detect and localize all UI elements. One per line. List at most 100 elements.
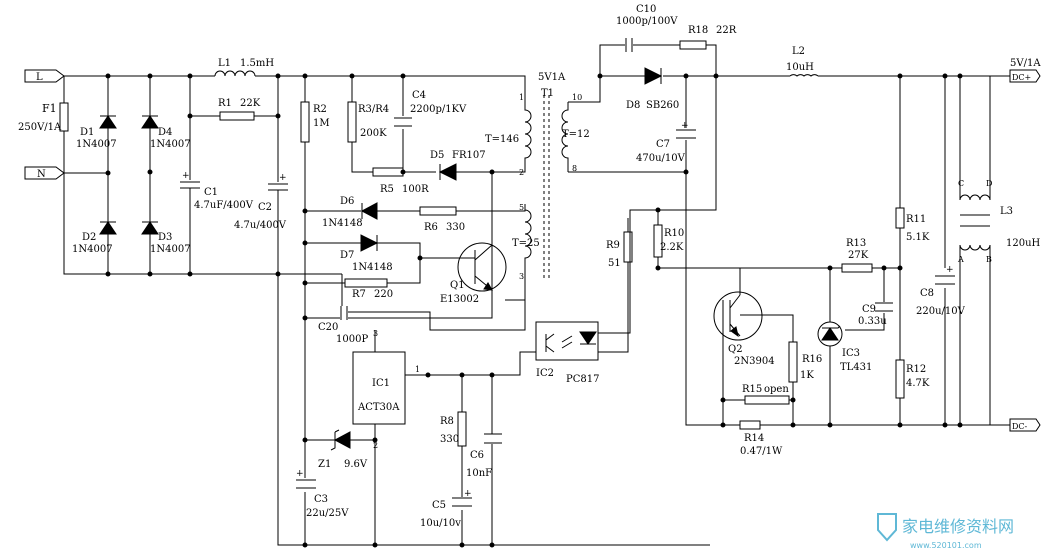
- c8-value: 220u/10V: [916, 306, 966, 317]
- c3-value: 22u/25V: [306, 508, 349, 519]
- c1-ref: C1: [204, 187, 218, 198]
- r14-value: 0.47/1W: [740, 446, 783, 457]
- c6-value: 10nF: [466, 468, 492, 479]
- r13-value: 27K: [848, 250, 869, 261]
- d7-diode: D7 1N4148: [340, 234, 393, 273]
- r1-ref: R1: [218, 98, 232, 109]
- r8-resistor: R8 330: [440, 411, 467, 447]
- t1-transformer: 5V1A T1 T=146 T=12 T=25 1 2 5 3 10 8: [485, 72, 590, 281]
- t1-ref: T1: [541, 88, 554, 99]
- r3r4-resistor: R3/R4 200K: [347, 101, 389, 143]
- l3-pin-c: C: [958, 179, 964, 188]
- d1-value: 1N4007: [76, 139, 117, 150]
- r18-value: 22R: [716, 25, 737, 36]
- t1-value: 5V1A: [538, 72, 566, 83]
- c5-ref: C5: [432, 500, 446, 511]
- d2-diode: D2 1N4007: [72, 221, 117, 255]
- terminal-dc-pos: DC+: [1009, 69, 1041, 83]
- d3-diode: D3 1N4007: [141, 221, 191, 255]
- q1-value: E13002: [440, 294, 479, 305]
- r2-value: 1M: [313, 118, 330, 129]
- d4-diode: D4 1N4007: [141, 115, 191, 150]
- svg-text:+: +: [296, 469, 304, 479]
- c8-ref: C8: [920, 288, 934, 299]
- l3-value: 120uH: [1006, 238, 1041, 249]
- r7-value: 220: [374, 289, 393, 300]
- t1-pin2: 2: [519, 168, 524, 177]
- c20-value: 1000P: [336, 334, 368, 345]
- d5-value: FR107: [452, 150, 486, 161]
- r1-value: 22K: [240, 98, 261, 109]
- d5-diode: D5 FR107: [430, 150, 486, 181]
- q1-ref: Q1: [450, 280, 465, 291]
- svg-text:+: +: [182, 171, 190, 181]
- r8-ref: R8: [440, 416, 454, 427]
- c1-value: 4.7uF/400V: [194, 200, 254, 211]
- r7-ref: R7: [352, 289, 366, 300]
- terminal-n: N: [24, 166, 65, 180]
- svg-text:+: +: [279, 173, 287, 183]
- ic3-ref: IC3: [842, 348, 860, 359]
- terminal-n-label: N: [37, 169, 46, 180]
- r14-ref: R14: [744, 433, 764, 444]
- d6-value: 1N4148: [322, 218, 363, 229]
- r11-resistor: R11 5.1K: [895, 207, 930, 243]
- q2-transistor: Q2 2N3904: [713, 291, 775, 367]
- q2-value: 2N3904: [734, 356, 775, 367]
- ic2-ref: IC2: [536, 368, 554, 379]
- d3-value: 1N4007: [150, 244, 191, 255]
- watermark-title: 家电维修资料网: [902, 517, 1014, 536]
- terminal-dc-neg: DC-: [1009, 418, 1041, 432]
- r15-ref: R15: [742, 384, 762, 395]
- f1-value: 250V/1A: [18, 122, 62, 133]
- z1-zener: Z1 9.6V: [318, 429, 368, 470]
- c9-ref: C9: [862, 304, 876, 315]
- c2-capacitor: + C2 4.7u/400V: [234, 173, 288, 231]
- f1-ref: F1: [42, 102, 57, 115]
- r10-value: 2.2K: [660, 242, 684, 253]
- c9-capacitor: C9 0.33u: [858, 302, 893, 327]
- c7-value: 470u/10V: [636, 153, 686, 164]
- z1-value: 9.6V: [344, 459, 368, 470]
- terminal-l: L: [24, 69, 65, 83]
- l3-pin-b: B: [986, 255, 992, 264]
- r6-ref: R6: [424, 222, 438, 233]
- r13-ref: R13: [846, 238, 866, 249]
- d8-value: SB260: [646, 100, 679, 111]
- r16-ref: R16: [802, 354, 822, 365]
- l3-pin-a: A: [957, 255, 964, 264]
- r6-value: 330: [446, 222, 465, 233]
- watermark-logo-icon: [877, 513, 897, 542]
- r2-resistor: R2 1M: [300, 101, 330, 143]
- svg-text:+: +: [464, 489, 472, 499]
- c10-capacitor: C10 1000p/100V: [616, 4, 678, 52]
- r9-ref: R9: [606, 240, 620, 251]
- aux-turns: T=25: [512, 238, 540, 249]
- r12-ref: R12: [906, 364, 926, 375]
- ic2-optocoupler: IC2 PC817: [535, 321, 599, 385]
- d6-diode: D6 1N4148: [322, 196, 378, 229]
- l1-value: 1.5mH: [240, 58, 274, 69]
- r3r4-value: 200K: [360, 128, 387, 139]
- r3r4-ref: R3/R4: [358, 104, 389, 115]
- svg-text:+: +: [946, 265, 954, 275]
- r16-value: 1K: [800, 370, 814, 381]
- ic2-value: PC817: [566, 374, 599, 385]
- r5-value: 100R: [402, 184, 429, 195]
- d7-value: 1N4148: [352, 262, 393, 273]
- c5-value: 10u/10v: [420, 518, 461, 529]
- c10-ref: C10: [636, 4, 656, 15]
- r13-resistor: R13 27K: [841, 238, 873, 273]
- d1-ref: D1: [80, 127, 94, 138]
- r12-resistor: R12 4.7K: [895, 359, 930, 399]
- d2-ref: D2: [82, 232, 96, 243]
- c4-value: 2200p/1KV: [410, 104, 467, 115]
- q1-transistor: Q1 E13002: [440, 242, 507, 305]
- primary-turns: T=146: [485, 134, 519, 145]
- d7-ref: D7: [340, 250, 354, 261]
- r10-resistor: R10 2.2K: [653, 224, 684, 258]
- q2-ref: Q2: [728, 344, 743, 355]
- r11-ref: R11: [906, 214, 926, 225]
- r16-resistor: R16 1K: [788, 341, 822, 383]
